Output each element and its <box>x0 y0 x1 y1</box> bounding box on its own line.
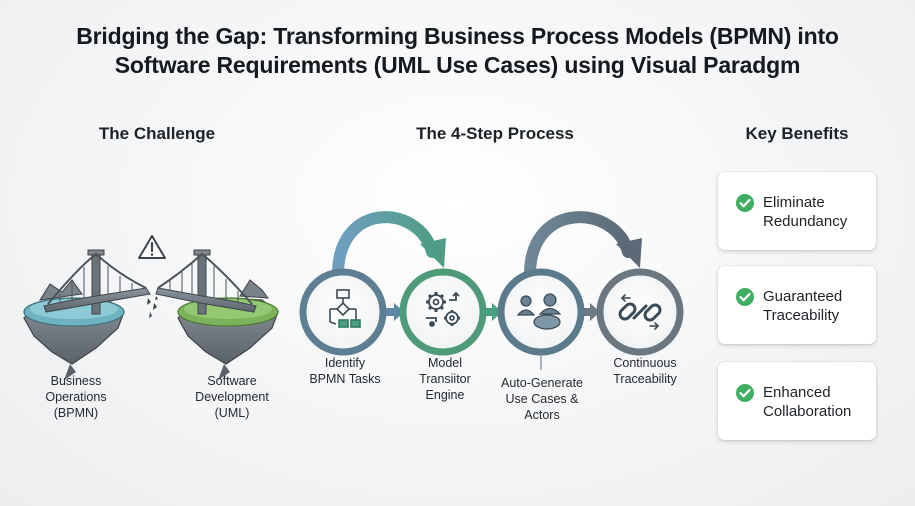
benefit-text: Eliminate Redundancy <box>763 193 847 231</box>
bpmn-flow-icon <box>329 289 361 328</box>
step-label-line: Continuous <box>613 356 677 370</box>
section-heading-benefits: Key Benefits <box>745 124 849 143</box>
section-heading-process: The 4-Step Process <box>416 124 574 143</box>
benefit-text: Enhanced Collaboration <box>763 383 851 421</box>
step-1-label: Identify BPMN Tasks <box>300 355 390 387</box>
step-3-label: Auto-Generate Use Cases & Actors <box>492 375 592 423</box>
chain-link-icon <box>618 294 662 330</box>
check-circle-icon <box>736 194 754 212</box>
uml-side-label: Software Development (UML) <box>186 373 278 421</box>
check-circle-icon <box>736 288 754 306</box>
left-bridge-half <box>43 249 151 315</box>
step-label-line: Transiitor <box>419 372 471 386</box>
uml-label-line: (UML) <box>214 406 250 420</box>
benefit-card-collaboration: Enhanced Collaboration <box>718 362 876 440</box>
warning-triangle-icon <box>138 235 166 259</box>
benefit-text: Guaranteed Traceability <box>763 287 842 325</box>
section-heading-challenge: The Challenge <box>98 124 216 143</box>
right-bridge-half <box>155 249 257 315</box>
step-1-disc <box>299 268 387 356</box>
bpmn-side-label: Business Operations (BPMN) <box>30 373 122 421</box>
benefit-card-traceability: Guaranteed Traceability <box>718 266 876 344</box>
debris-fragments <box>147 296 158 318</box>
benefit-card-redundancy: Eliminate Redundancy <box>718 172 876 250</box>
page-title: Bridging the Gap: Transforming Business … <box>0 22 915 80</box>
step-label-line: BPMN Tasks <box>309 372 381 386</box>
process-arcs <box>332 211 642 278</box>
step-label-line: Identify <box>324 356 366 370</box>
bpmn-label-line: Operations <box>45 390 107 404</box>
title-line-1: Bridging the Gap: Transforming Business … <box>76 23 839 49</box>
benefit-line: Guaranteed <box>763 288 843 305</box>
uml-label-line: Development <box>195 390 269 404</box>
step-label-line: Traceability <box>613 372 677 386</box>
step-4-label: Continuous Traceability <box>595 355 695 387</box>
step-label-line: Model <box>427 356 463 370</box>
step-2-disc <box>399 268 487 356</box>
gears-icon <box>426 291 460 327</box>
step-3-disc <box>497 268 585 370</box>
step-4-disc <box>596 268 684 356</box>
uml-label-line: Software <box>207 374 257 388</box>
step-label-line: Use Cases & <box>505 392 579 406</box>
benefit-line: Redundancy <box>763 213 848 230</box>
check-circle-icon <box>736 384 754 402</box>
benefit-line: Enhanced <box>763 384 831 401</box>
benefit-line: Traceability <box>763 307 840 324</box>
step-label-line: Auto-Generate <box>501 376 583 390</box>
benefit-line: Eliminate <box>763 194 825 211</box>
broken-bridge-illustration <box>23 235 279 380</box>
bpmn-label-line: (BPMN) <box>53 406 99 420</box>
benefit-line: Collaboration <box>763 403 852 420</box>
step-2-label: Model Transiitor Engine <box>400 355 490 403</box>
title-line-2: Software Requirements (UML Use Cases) us… <box>114 52 801 78</box>
bpmn-label-line: Business <box>50 374 102 388</box>
step-label-line: Actors <box>524 408 560 422</box>
step-label-line: Engine <box>425 388 465 402</box>
use-case-actor-icon <box>516 293 562 330</box>
